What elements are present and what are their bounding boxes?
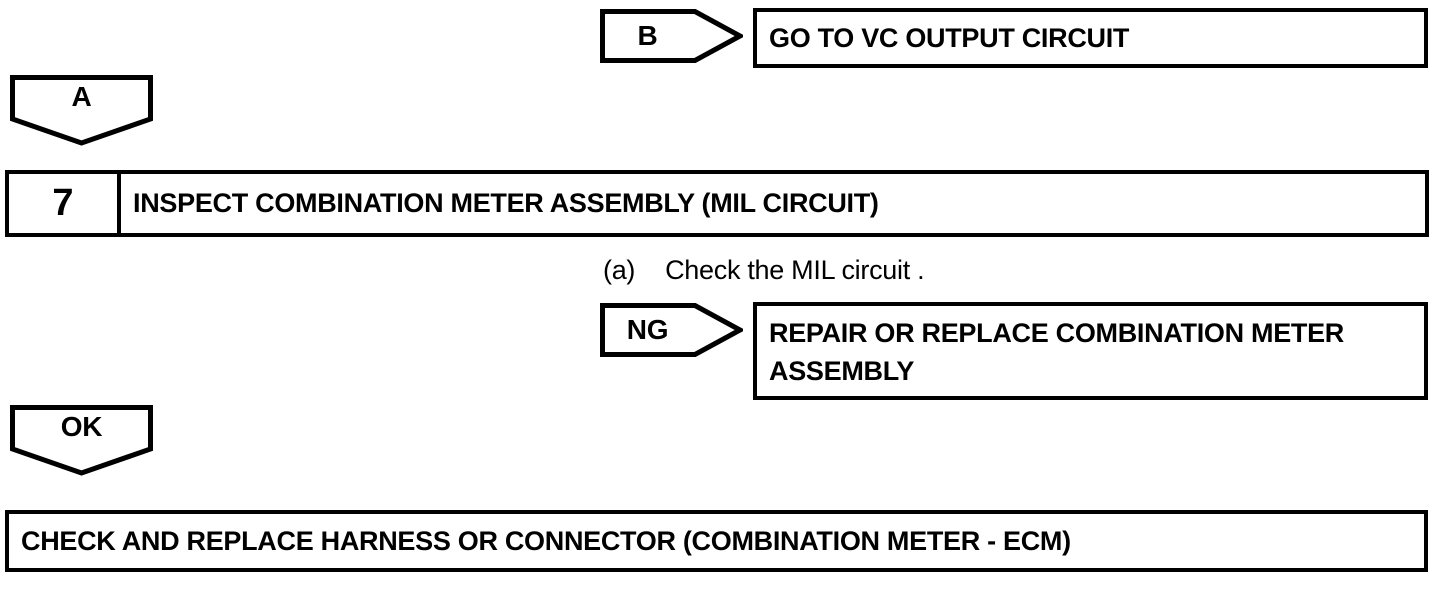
step-7-header-box: 7 INSPECT COMBINATION METER ASSEMBLY (MI…	[5, 170, 1429, 237]
result-box-repair-or-replace: REPAIR OR REPLACE COMBINATION METER ASSE…	[753, 302, 1428, 400]
instruction-text: Check the MIL circuit .	[665, 255, 925, 285]
pentagon-down-icon	[10, 75, 153, 146]
final-action-box-text: CHECK AND REPLACE HARNESS OR CONNECTOR (…	[21, 526, 1071, 556]
step-title: INSPECT COMBINATION METER ASSEMBLY (MIL …	[133, 188, 879, 218]
connector-b: B	[600, 9, 743, 63]
final-action-box: CHECK AND REPLACE HARNESS OR CONNECTOR (…	[5, 510, 1428, 572]
instruction-marker: (a)	[603, 255, 636, 285]
step-number: 7	[9, 174, 121, 233]
step-instruction: (a) Check the MIL circuit .	[603, 253, 925, 287]
connector-a-label: A	[71, 81, 92, 112]
result-box-go-to-vc-output-circuit-text: GO TO VC OUTPUT CIRCUIT	[769, 23, 1130, 53]
connector-ok-label: OK	[60, 411, 103, 442]
pentagon-right-icon	[600, 303, 743, 357]
connector-ng-label: NG	[626, 314, 669, 345]
connector-ok: OK	[10, 405, 153, 476]
connector-a: A	[10, 75, 153, 146]
result-box-go-to-vc-output-circuit: GO TO VC OUTPUT CIRCUIT	[753, 8, 1428, 68]
connector-b-label: B	[637, 20, 658, 51]
result-box-repair-or-replace-text: REPAIR OR REPLACE COMBINATION METER ASSE…	[769, 318, 1345, 386]
connector-ng: NG	[600, 303, 743, 357]
pentagon-right-icon	[600, 9, 743, 63]
pentagon-down-icon	[10, 405, 153, 476]
